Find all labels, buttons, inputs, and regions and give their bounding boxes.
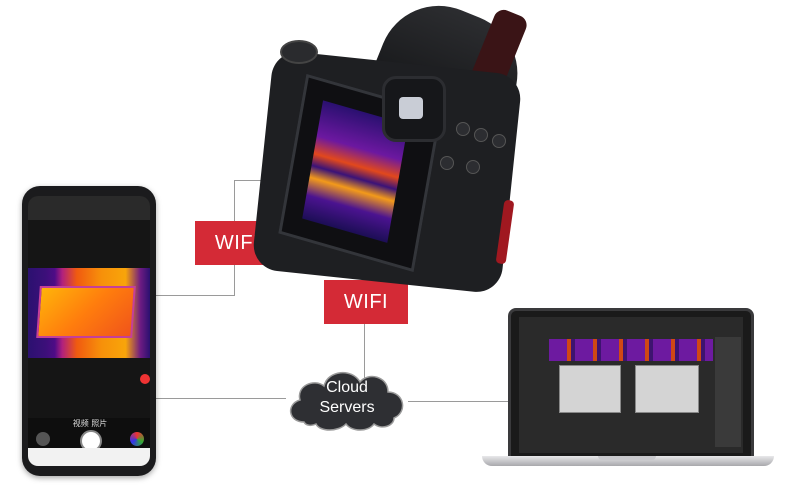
connector-cloud-to-phone <box>156 398 286 399</box>
cloud-label-line1: Cloud <box>326 379 368 396</box>
record-icon <box>140 374 150 384</box>
phone-device: 视频 照片 <box>22 186 156 476</box>
camera-eyepiece <box>382 76 446 142</box>
laptop-notch <box>598 456 656 460</box>
connector-phone-horizontal <box>156 295 235 296</box>
phone-mode-tabs: 视频 照片 <box>72 419 108 428</box>
wifi-tag-right: WIFI <box>324 280 408 324</box>
cloud-label: Cloud Servers <box>292 378 402 418</box>
phone-hot-region <box>36 286 136 338</box>
camera-button <box>474 128 488 142</box>
gallery-icon <box>36 432 50 446</box>
phone-screen: 视频 照片 <box>28 196 150 466</box>
camera-dial <box>280 40 318 64</box>
laptop-dialog-left <box>559 365 621 413</box>
camera-button <box>492 134 506 148</box>
phone-thermal-image <box>28 268 150 358</box>
phone-toolbar <box>28 196 150 220</box>
camera-button <box>466 160 480 174</box>
laptop-side-panel <box>715 337 741 447</box>
eyepiece-glass <box>399 97 423 119</box>
cloud-label-line2: Servers <box>319 399 375 416</box>
phone-nav-bar <box>28 448 150 466</box>
palette-icon <box>130 432 144 446</box>
laptop-base <box>482 456 774 466</box>
laptop-dialog-right <box>635 365 699 413</box>
camera-button <box>440 156 454 170</box>
camera-button <box>456 122 470 136</box>
laptop-device <box>508 308 754 459</box>
laptop-thermal-thumbnails <box>549 339 713 361</box>
laptop-screen <box>519 317 743 453</box>
cloud-icon <box>290 372 404 431</box>
connector-cloud-to-laptop <box>408 401 512 402</box>
